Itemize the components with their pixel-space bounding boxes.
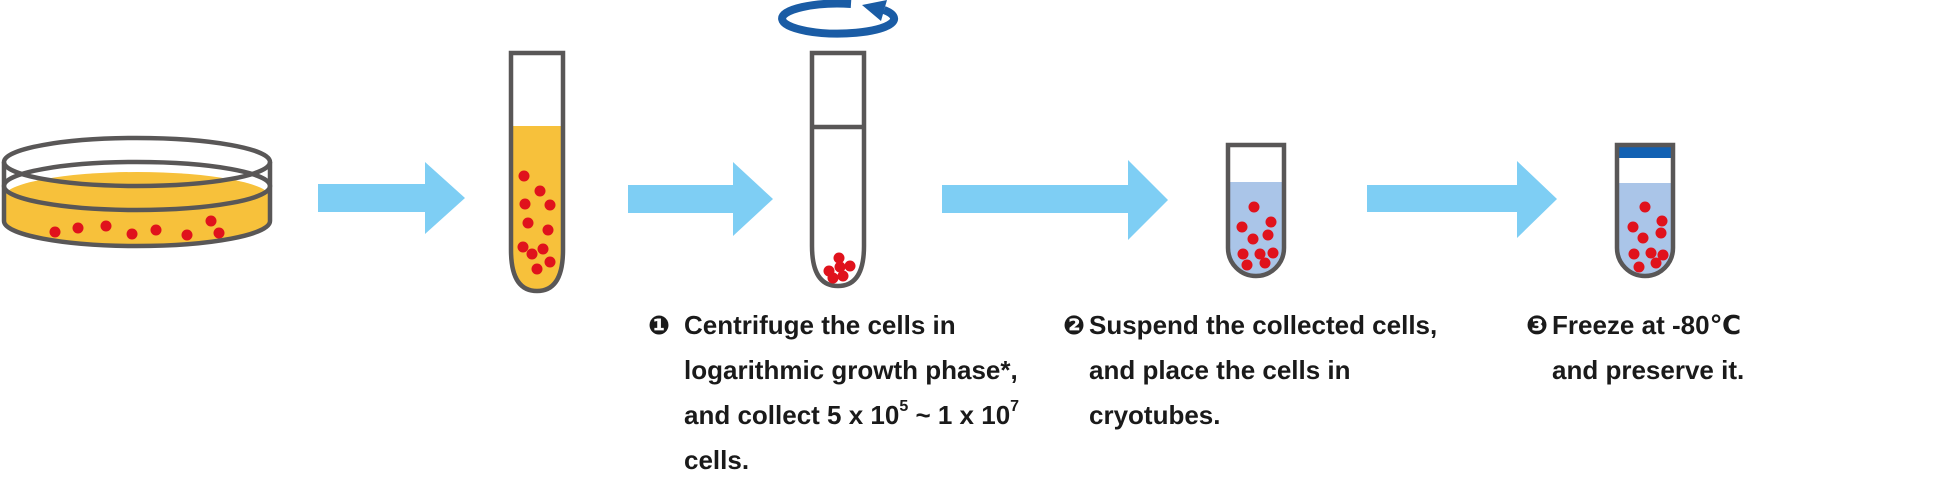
step-2-number-badge: ❷ xyxy=(1063,310,1086,340)
step-1-line-1: ❶ Centrifuge the cells in xyxy=(648,303,1019,348)
step-2-line-3: cryotubes. xyxy=(1089,400,1221,430)
step-3-number-badge: ❸ xyxy=(1526,310,1549,340)
suspension-tube-icon xyxy=(508,50,566,294)
step-1-line-2: logarithmic growth phase*, xyxy=(684,355,1018,385)
step-1-number-badge: ❶ xyxy=(648,310,671,340)
frozen-cryotube-outline xyxy=(1614,142,1676,279)
frozen-cryotube-cell-dots xyxy=(1627,201,1669,273)
centrifuge-tube-icon xyxy=(778,0,899,289)
petri-dish-icon xyxy=(1,135,273,249)
flow-arrow-icon xyxy=(942,160,1168,240)
cryotube-outline xyxy=(1225,142,1287,279)
exponent-5: 5 xyxy=(899,398,909,416)
centrifuge-tube-outline xyxy=(809,50,867,289)
frozen-cryotube-icon xyxy=(1614,142,1676,279)
step-1-line-4: cells. xyxy=(684,445,750,475)
collect-text-b: ~ 1 x 10 xyxy=(908,400,1011,430)
step-1-text: Centrifuge the cells in xyxy=(684,310,956,340)
centrifuge-rotation-icon xyxy=(778,0,899,38)
step-2-text: Suspend the collected cells, xyxy=(1089,310,1438,340)
cryotube-cap xyxy=(1617,147,1673,158)
cryotube-cell-dots xyxy=(1236,201,1279,271)
step-1-line-3: and collect 5 x 105 ~ 1 x 107 xyxy=(684,393,1019,438)
step-2-line-2: and place the cells in xyxy=(1089,355,1351,385)
exponent-7: 7 xyxy=(1010,398,1020,416)
step-3-text: Freeze at -80℃ xyxy=(1552,310,1742,340)
step-3-line-2: and preserve it. xyxy=(1552,355,1745,385)
suspension-cell-dots xyxy=(517,170,556,275)
collect-text-a: and collect 5 x 10 xyxy=(684,400,900,430)
pellet-cell-dots xyxy=(823,252,856,284)
step-1-caption: ❶ Centrifuge the cells in logarithmic gro… xyxy=(648,303,1019,483)
cryotube-icon xyxy=(1225,142,1287,279)
petri-medium-body xyxy=(4,197,270,246)
flow-arrow-icon xyxy=(628,162,773,236)
petri-cell-dots xyxy=(49,215,225,241)
petri-walls xyxy=(1,162,273,249)
suspension-tube-outline xyxy=(508,50,566,294)
flow-arrow-icon xyxy=(318,162,465,234)
flow-arrow-icon xyxy=(1367,161,1557,238)
cryotube-liquid xyxy=(1228,182,1284,276)
